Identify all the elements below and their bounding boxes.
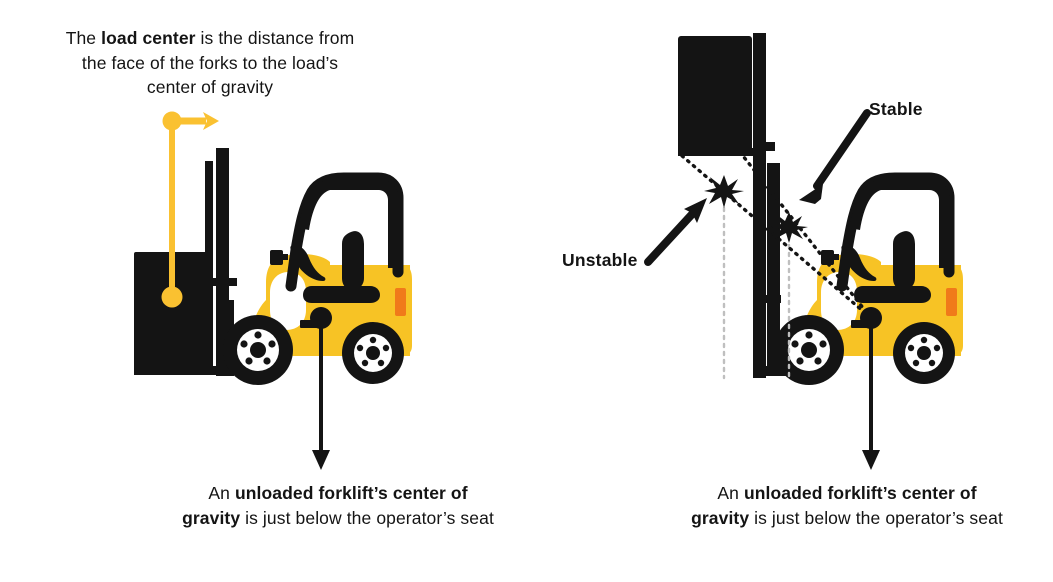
cogcap-bold1-l: unloaded forklift’s center of — [234, 483, 468, 503]
operator-seat — [854, 231, 931, 303]
cogcap-suffix-l: is just below the — [240, 507, 372, 528]
load-center-top-dot — [162, 111, 182, 131]
overhead-guard — [285, 172, 404, 292]
fork-blade — [678, 148, 758, 156]
plumb-guide-lines — [722, 198, 791, 380]
stable-callout-arrow — [799, 109, 871, 204]
load-center-bottom-dot — [161, 286, 183, 308]
cog-rays — [679, 153, 873, 320]
cog-ray-outer — [679, 153, 873, 320]
front-wheel — [223, 315, 293, 385]
label-unstable: Unstable — [562, 250, 638, 270]
steering-wheel — [841, 245, 877, 281]
load-center-indicator — [161, 111, 219, 308]
overhead-guard-top — [298, 180, 399, 268]
front-wheel — [774, 315, 844, 385]
mirror — [821, 250, 839, 265]
cogcap-bold1-r: unloaded forklift’s center of — [743, 483, 977, 503]
fork-base — [753, 366, 787, 376]
cogcap-prefix-l: An — [208, 483, 235, 503]
right-cog-caption: An unloaded forklift’s center of gravity… — [689, 481, 1005, 530]
cog-ray-inner — [741, 154, 873, 320]
right-panel: Stable Unstable An unloaded forklift’s c… — [527, 0, 1053, 582]
cogcap-prefix-r: An — [717, 483, 744, 503]
tail-light-icon — [946, 288, 957, 316]
caption-text-3: from the face of the forks to the — [81, 28, 355, 73]
label-stable: Stable — [869, 99, 923, 119]
forklift-body — [801, 254, 963, 356]
caption-text-2: is the distance — [195, 28, 314, 48]
load-center-caption: The load center is the distance from the… — [60, 26, 360, 100]
caption-bold-load-center: load center — [101, 28, 196, 48]
unloaded-cog-marker — [310, 307, 332, 470]
unloaded-cog-marker — [860, 307, 882, 470]
cogcap-suffix-r: is just below the — [749, 507, 881, 528]
unstable-cog-star — [704, 175, 744, 208]
cogcap-bold2-l: gravity — [182, 507, 241, 528]
stable-cog-star — [770, 212, 808, 243]
overhead-guard — [836, 172, 955, 292]
forklift-body — [250, 254, 412, 356]
rear-wheel — [342, 322, 404, 384]
left-panel: The load center is the distance from the… — [60, 26, 496, 530]
cogcap-bold2-r: gravity — [691, 507, 750, 528]
forks — [134, 300, 234, 376]
left-cog-caption: An unloaded forklift’s center of gravity… — [180, 481, 496, 530]
tail-light-icon — [395, 288, 406, 316]
body-vent — [300, 320, 322, 328]
load-box — [134, 252, 208, 372]
rear-wheel — [893, 322, 955, 384]
body-vent — [851, 320, 873, 328]
caption-text-1: The — [65, 28, 102, 48]
mast-assembly — [205, 148, 237, 376]
mast-assembly — [753, 33, 781, 378]
cogcap-line3-r: operator’s seat — [885, 507, 1003, 528]
steering-wheel — [290, 245, 326, 281]
cogcap-line3-l: operator’s seat — [376, 507, 494, 528]
operator-seat — [303, 231, 380, 303]
mirror — [270, 250, 288, 265]
raised-load-box — [678, 36, 752, 153]
unstable-callout-arrow — [644, 198, 707, 266]
overhead-guard-top — [849, 180, 950, 268]
caption-text-4: load’s center of gravity — [146, 52, 339, 98]
